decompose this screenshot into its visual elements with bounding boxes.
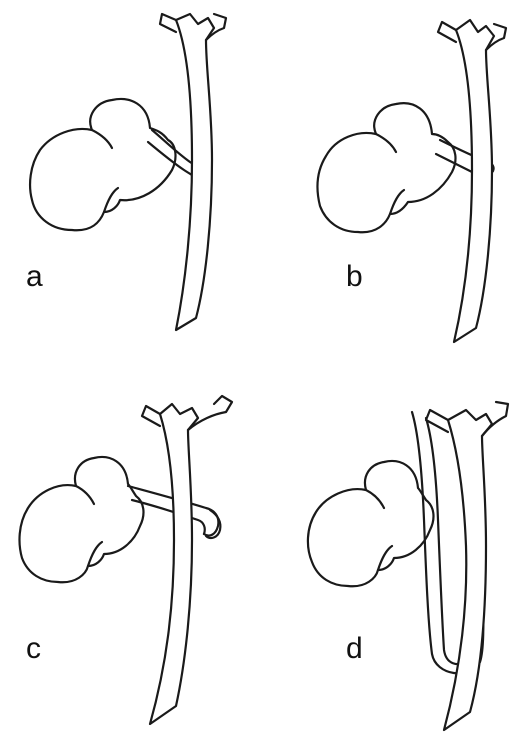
panel-label-b: b [346,262,363,292]
panel-b-organ [318,103,456,232]
panel-c-trunk [150,404,198,724]
panel-label-a: a [26,262,43,292]
panel-d-drawing [308,402,508,730]
panel-b-trunk [454,20,494,342]
panel-a-organ [30,99,175,230]
panel-d-organ [308,461,434,586]
panel-a-drawing [30,14,226,330]
panel-label-d: d [346,634,363,664]
panel-b-drawing [318,20,506,342]
panel-a-trunk [176,14,214,330]
panel-label-c: c [26,634,41,664]
panel-c-organ [20,457,144,582]
panel-c-drawing [20,396,232,724]
panel-d-trunk [444,410,492,730]
